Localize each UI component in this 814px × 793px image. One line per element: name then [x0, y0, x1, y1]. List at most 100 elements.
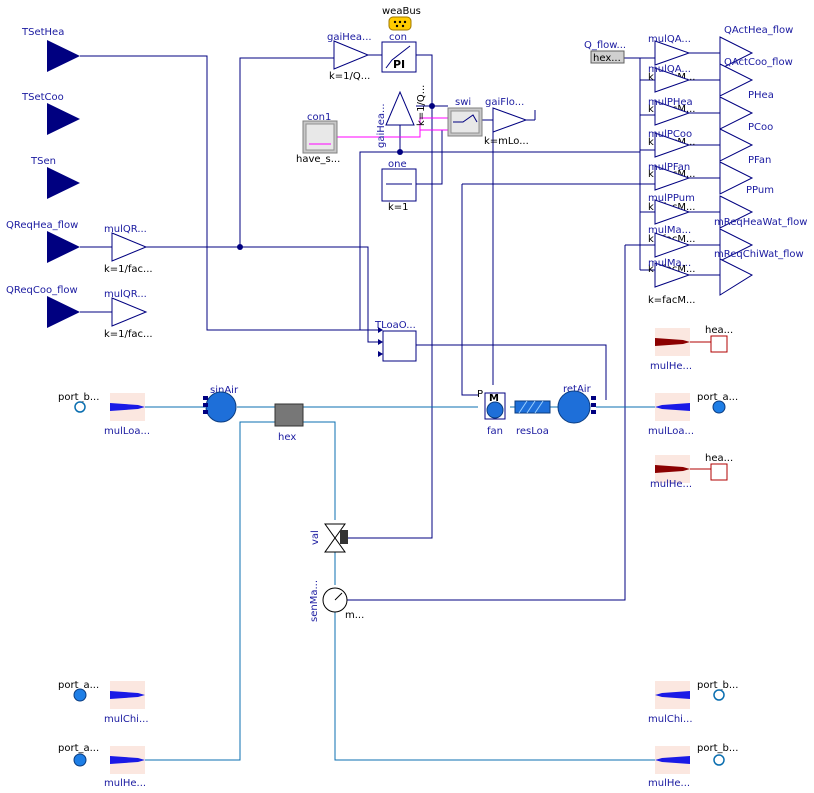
gain-mulma-chi[interactable]: mulMa... k=facM... [648, 258, 695, 306]
pi-label: PI [393, 58, 405, 71]
gain-triangle-icon [654, 100, 691, 126]
port-b-loa-left[interactable]: port_b... mulLoa... [58, 392, 150, 437]
flow-multiplier-icon [655, 756, 690, 764]
have-s-label: have_s... [296, 154, 340, 165]
one-param: k=1 [388, 202, 409, 213]
port-a-hea-left[interactable]: port_a... mulHe... [58, 743, 146, 789]
output-triangle-icon [719, 258, 754, 296]
gain-triangle-icon [385, 90, 415, 126]
hex-heat-exchanger[interactable]: hex [274, 403, 304, 443]
hex-icon [274, 403, 304, 427]
weabus[interactable]: weaBus [382, 6, 421, 31]
gain-gaiflo[interactable]: gaiFlo... k=mLo... [484, 97, 529, 147]
resloa-label: resLoa [516, 426, 549, 437]
con1-block[interactable]: con1 have_s... [296, 112, 340, 165]
gain-name: gaiHea... [376, 103, 387, 148]
sinair[interactable]: sinAir [203, 385, 239, 423]
outputs: QActHea_flow QActCoo_flow PHea PCoo PFan… [714, 25, 807, 296]
valve-val[interactable]: val [310, 523, 348, 553]
gain-param: k=1/fac... [104, 329, 153, 340]
output-triangle-icon [719, 228, 754, 262]
tloao-block[interactable]: TLoaO... [374, 320, 417, 362]
constant-one[interactable]: one k=1 [381, 159, 417, 213]
hex-output-box [590, 50, 625, 64]
gain-mulqr-coo[interactable]: mulQR... k=1/fac... [104, 289, 153, 340]
output-label: PFan [748, 155, 771, 166]
output-qactcoo-flow[interactable]: QActCoo_flow [719, 57, 793, 97]
input-tsen[interactable]: TSen [30, 156, 80, 199]
gain-mulqr-hea[interactable]: mulQR... k=1/fac... [104, 224, 153, 275]
weabus-connector-icon [388, 16, 412, 31]
gain-name: mulPPum [648, 193, 695, 204]
gain-triangle-icon [654, 40, 691, 66]
heat-port-1[interactable]: mulHe... hea... [650, 325, 733, 372]
gain-gaihea-top[interactable]: gaiHea... k=1/Q... [327, 32, 372, 82]
gain-name: mulPCoo [648, 129, 692, 140]
inputs: TSetHea TSetCoo TSen QReqHea_flow QReqCo… [6, 27, 80, 328]
junction-dot [237, 244, 243, 250]
output-phea[interactable]: PHea [719, 90, 774, 130]
gain-param: k=facM... [648, 295, 695, 306]
flow-multiplier-icon [655, 403, 690, 411]
port-icon [713, 689, 725, 701]
port-label: port_a... [58, 743, 99, 754]
con1-label: con1 [307, 112, 331, 123]
heat-multiplier-icon [655, 338, 690, 346]
input-triangle-icon [47, 296, 80, 328]
output-pcoo[interactable]: PCoo [719, 122, 773, 162]
multiplier-label: mulHe... [104, 778, 146, 789]
multiplier-label: mulChi... [104, 714, 149, 725]
source-icon [557, 390, 591, 424]
gain-name: gaiFlo... [485, 97, 524, 108]
port-a-loa-right[interactable]: mulLoa... port_a... [648, 392, 738, 437]
multiplier-label: mulHe... [650, 479, 692, 490]
output-mreqchiwat-flow[interactable]: mReqChiWat_flow [714, 249, 804, 296]
tloao-label: TLoaO... [374, 320, 416, 331]
sensor-senma[interactable]: senMa... m... [309, 580, 364, 622]
gain-gaihea-mid[interactable]: gaiHea... k=1/Q... [376, 85, 427, 148]
fan[interactable]: P M fan [477, 389, 506, 437]
gain-name: mulMa... [648, 258, 691, 269]
gain-triangle-icon [654, 165, 691, 191]
port-label: port_b... [697, 743, 738, 754]
retair[interactable]: retAir [557, 384, 596, 424]
output-qacthea-flow[interactable]: QActHea_flow [719, 25, 793, 70]
output-triangle-icon [719, 161, 754, 195]
output-triangle-icon [719, 36, 754, 70]
input-label: TSetCoo [21, 92, 64, 103]
input-tsethea[interactable]: TSetHea [21, 27, 80, 72]
heat-port-2[interactable]: mulHe... hea... [650, 453, 733, 490]
resloa-resistance[interactable]: resLoa [514, 400, 551, 437]
input-qreqcoo-flow[interactable]: QReqCoo_flow [6, 285, 80, 328]
heat-port-icon [710, 335, 728, 353]
one-label: one [388, 159, 407, 170]
gain-triangle-icon [111, 232, 148, 262]
pi-controller-con[interactable]: PI con [381, 32, 417, 73]
input-tsetcoo[interactable]: TSetCoo [21, 92, 80, 135]
output-mreqheawat-flow[interactable]: mReqHeaWat_flow [714, 217, 807, 262]
output-pfan[interactable]: PFan [719, 155, 771, 195]
input-qreqhea-flow[interactable]: QReqHea_flow [6, 220, 80, 263]
q-flow-output[interactable]: Q_flow... hex... [584, 40, 626, 64]
gain-param: k=1/Q... [329, 71, 370, 82]
output-ppum[interactable]: PPum [719, 185, 774, 229]
input-label: TSetHea [21, 27, 64, 38]
signal-wires [80, 52, 720, 601]
q-flow-label: Q_flow... [584, 40, 626, 51]
heat-port-label: hea... [705, 325, 733, 336]
switch-swi[interactable]: swi [447, 97, 483, 137]
port-b-chi-right[interactable]: mulChi... port_b... [648, 680, 738, 725]
port-a-chi-left[interactable]: port_a... mulChi... [58, 680, 149, 725]
gain-name: mulPFan [648, 162, 690, 173]
gain-triangle-icon [654, 199, 691, 225]
gain-name: mulMa... [648, 225, 691, 236]
flow-multiplier-icon [110, 756, 145, 764]
sinair-label: sinAir [210, 385, 239, 396]
gain-param: k=1/fac... [104, 264, 153, 275]
gain-param: k=1/Q... [416, 85, 427, 126]
port-label: port_b... [58, 392, 99, 403]
multiplier-label: mulChi... [648, 714, 693, 725]
port-b-hea-right[interactable]: mulHe... port_b... [648, 743, 738, 789]
heat-multiplier-icon [655, 465, 690, 473]
